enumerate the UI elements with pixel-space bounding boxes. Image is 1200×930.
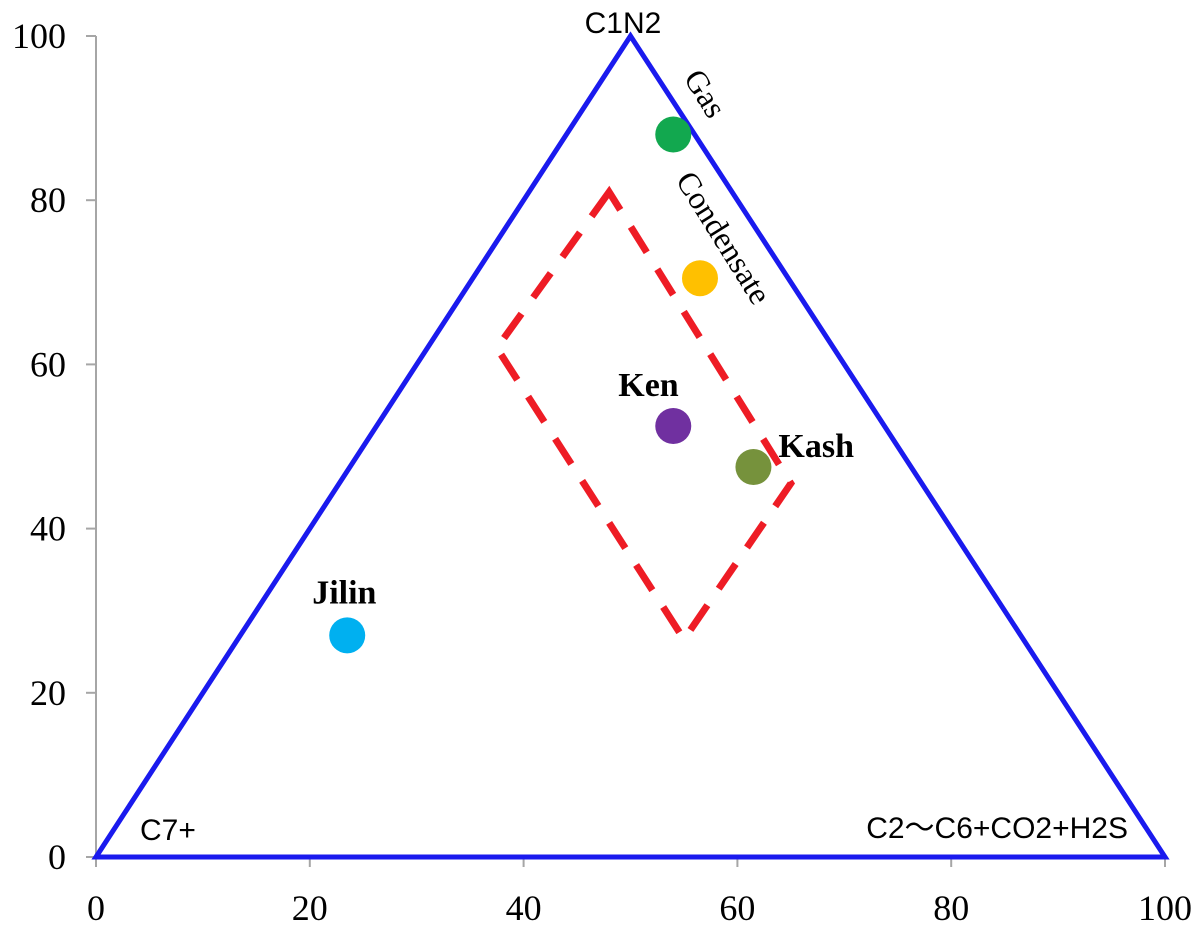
vertex-label-top: C1N2: [585, 7, 662, 40]
data-points: [329, 116, 772, 654]
x-axis-ticks: 0 20 40 60 80 100: [87, 857, 1192, 928]
vertex-label-bottom-right: C2～C6+CO2+H2S: [866, 812, 1128, 845]
data-point: [655, 116, 692, 153]
y-tick-label: 60: [30, 344, 66, 384]
dashed-region: [492, 185, 796, 646]
y-tick-label: 40: [30, 509, 66, 549]
data-point: [655, 407, 692, 444]
data-point-label: Jilin: [312, 574, 376, 611]
x-tick-label: 0: [87, 888, 105, 928]
data-point: [735, 449, 772, 486]
x-tick-label: 40: [506, 888, 542, 928]
data-point: [681, 260, 718, 297]
data-point: [329, 617, 366, 654]
y-tick-label: 0: [48, 837, 66, 877]
x-tick-label: 100: [1138, 888, 1192, 928]
y-tick-label: 20: [30, 673, 66, 713]
ternary-triangle: [91, 31, 1170, 860]
x-tick-label: 80: [933, 888, 969, 928]
data-point-label: Ken: [618, 367, 679, 404]
axes: [95, 36, 1165, 858]
x-tick-label: 20: [292, 888, 328, 928]
x-tick-label: 60: [719, 888, 755, 928]
y-tick-label: 100: [12, 16, 66, 56]
region-label-gas: Gas: [677, 63, 734, 124]
y-axis-ticks: 0 20 40 60 80 100: [12, 16, 96, 877]
y-tick-label: 80: [30, 180, 66, 220]
data-point-label: Kash: [778, 428, 854, 465]
vertex-label-bottom-left: C7+: [140, 814, 196, 847]
